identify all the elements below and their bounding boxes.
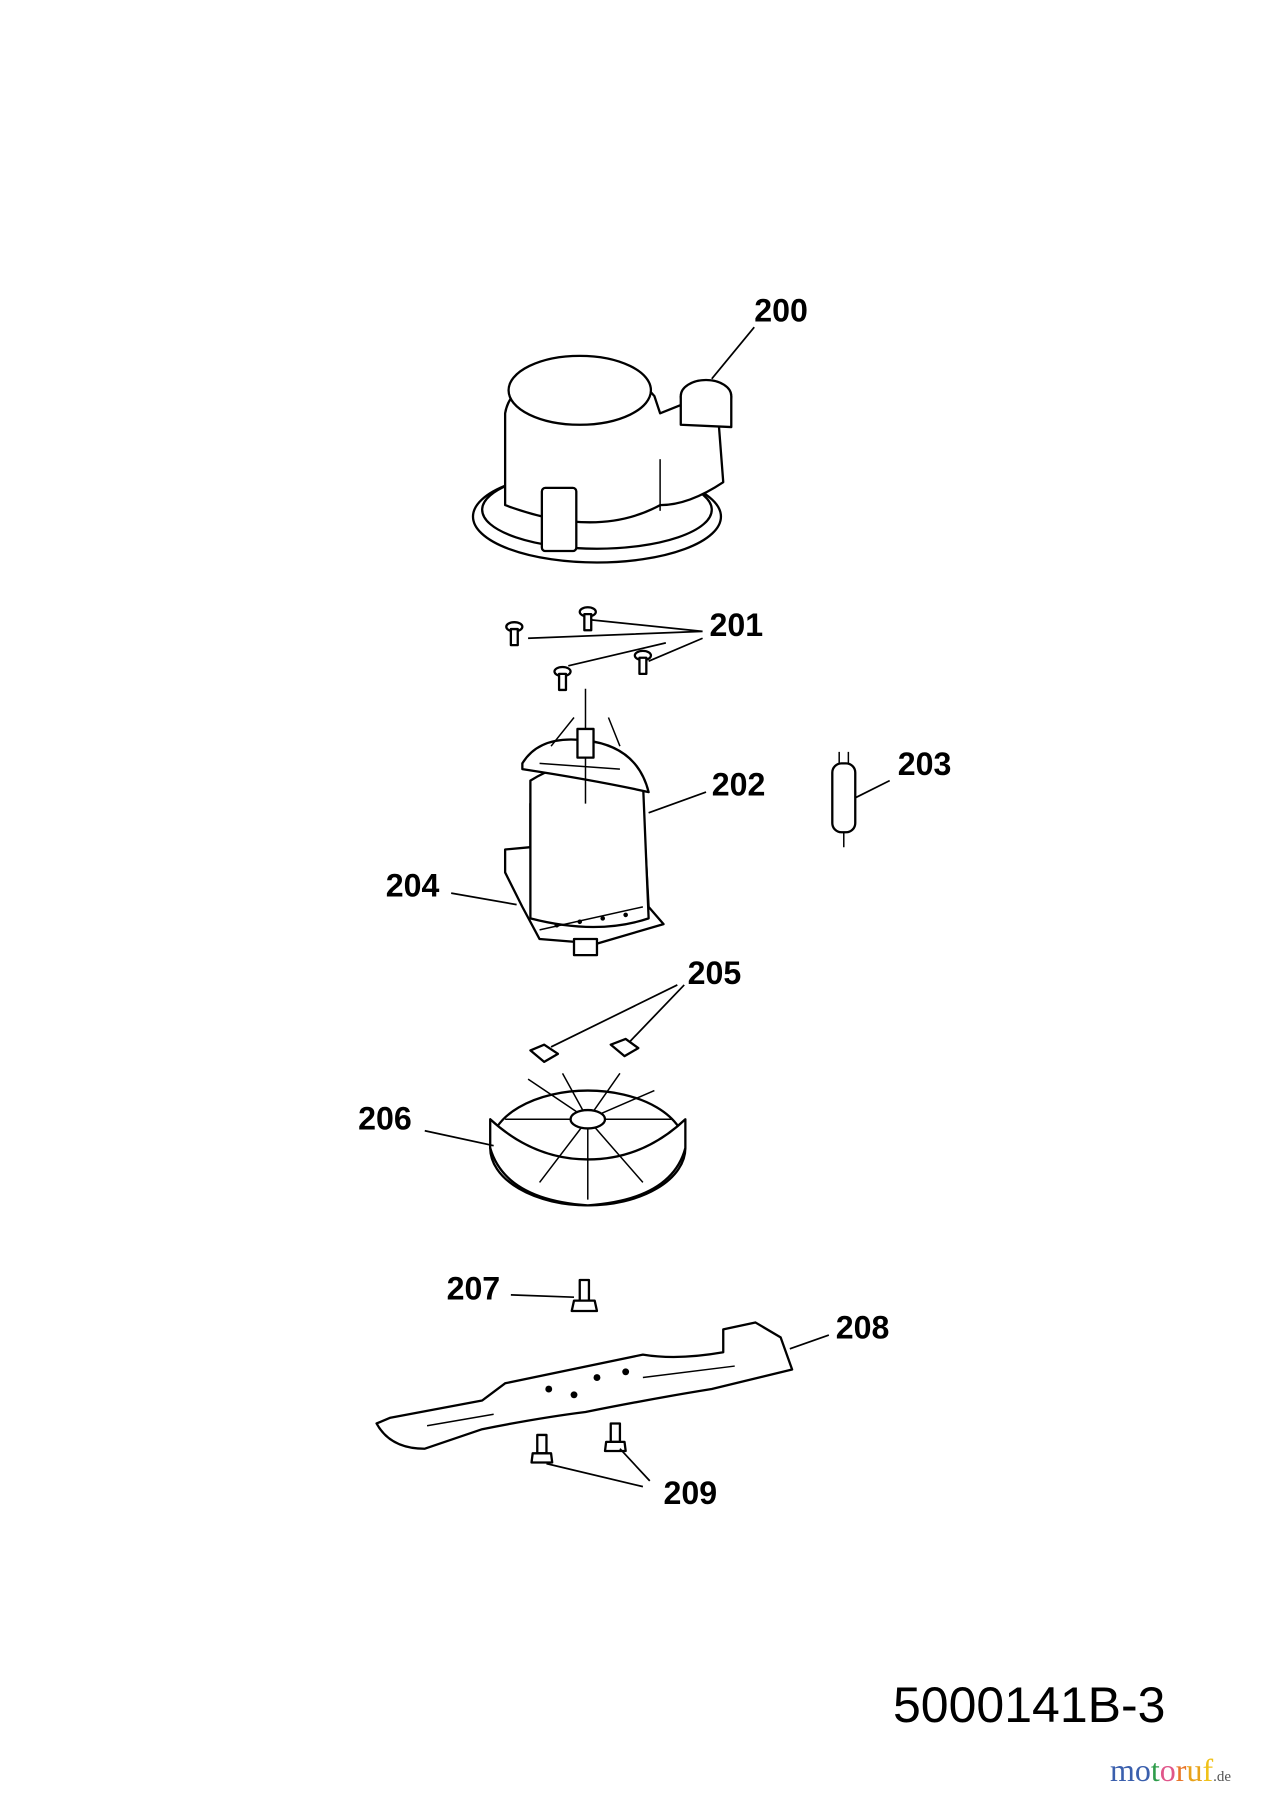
part-202-motor[interactable] [503, 688, 665, 957]
label-203: 203 [898, 746, 952, 782]
label-202: 202 [712, 767, 766, 803]
label-204: 204 [386, 868, 440, 904]
leader-lines [424, 326, 891, 1488]
part-203-capacitor[interactable] [831, 751, 857, 848]
logo-letter: f [1202, 1752, 1214, 1788]
label-208: 208 [836, 1310, 890, 1346]
logo-letter: u [1186, 1752, 1203, 1788]
label-209: 209 [664, 1475, 718, 1511]
document-number: 5000141B-3 [893, 1677, 1166, 1733]
label-201: 201 [709, 607, 763, 643]
logo-letter: r [1175, 1752, 1187, 1788]
logo-letter: t [1150, 1752, 1160, 1788]
part-205-nuts[interactable] [529, 1037, 640, 1064]
label-206: 206 [358, 1101, 412, 1137]
part-200-motor-housing[interactable] [471, 354, 733, 564]
logo-letter: m [1110, 1752, 1135, 1788]
label-205: 205 [688, 955, 742, 991]
logo-letter: o [1134, 1752, 1151, 1788]
part-208-blade[interactable] [375, 1321, 794, 1450]
motoruf-logo: motoruf.de [1110, 1752, 1231, 1789]
logo-letter: o [1159, 1752, 1176, 1788]
label-200: 200 [754, 292, 808, 328]
part-201-screws[interactable] [505, 606, 653, 692]
label-207: 207 [447, 1270, 501, 1306]
logo-suffix: .de [1213, 1769, 1232, 1785]
part-209-bolts[interactable] [530, 1422, 627, 1464]
part-207-bolt[interactable] [570, 1278, 599, 1313]
part-206-fan[interactable] [489, 1072, 687, 1207]
